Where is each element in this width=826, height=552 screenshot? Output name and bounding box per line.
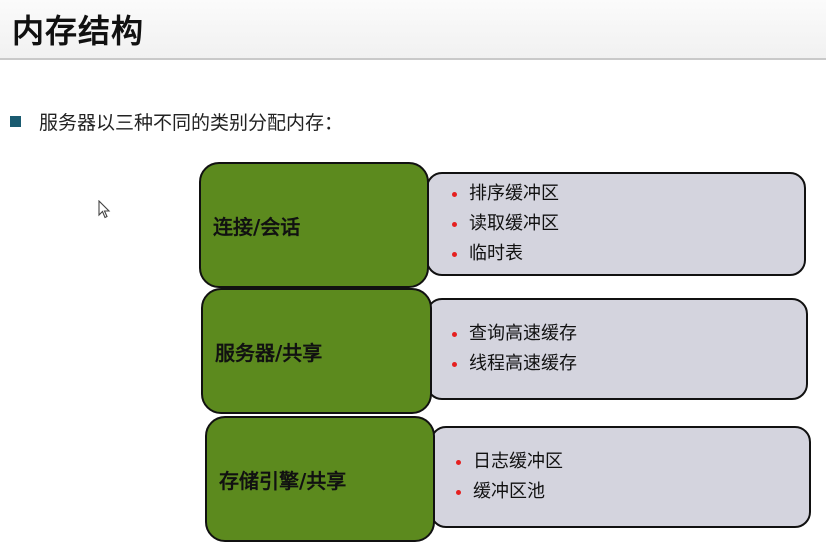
list-item: 缓冲区池 <box>456 477 809 507</box>
title-bar: 内存结构 <box>0 0 826 60</box>
group-1-label-box: 连接/会话 <box>199 162 429 288</box>
group-3-label: 存储引擎/共享 <box>219 468 347 493</box>
red-dot-icon <box>452 361 457 367</box>
list-item: 日志缓冲区 <box>456 447 809 477</box>
list-item: 临时表 <box>452 239 804 269</box>
intro-bullet: 服务器以三种不同的类别分配内存： <box>10 108 343 135</box>
red-dot-icon <box>456 489 461 495</box>
group-1-label: 连接/会话 <box>213 214 301 239</box>
red-dot-icon <box>452 191 457 197</box>
group-3-label-box: 存储引擎/共享 <box>205 416 435 542</box>
red-dot-icon <box>452 331 457 337</box>
group-2-label-box: 服务器/共享 <box>201 288 432 414</box>
group-2-label: 服务器/共享 <box>215 340 323 365</box>
group-3-items-box: 日志缓冲区 缓冲区池 <box>430 426 811 528</box>
square-bullet-icon <box>10 116 21 127</box>
red-dot-icon <box>452 221 457 227</box>
page-title: 内存结构 <box>12 12 145 50</box>
mouse-pointer-icon <box>98 200 111 219</box>
list-item: 线程高速缓存 <box>452 349 806 379</box>
list-item: 查询高速缓存 <box>452 319 806 349</box>
red-dot-icon <box>456 459 461 465</box>
red-dot-icon <box>452 251 457 257</box>
list-item: 读取缓冲区 <box>452 209 804 239</box>
intro-text: 服务器以三种不同的类别分配内存： <box>39 112 344 134</box>
list-item: 排序缓冲区 <box>452 179 804 209</box>
group-1-items-box: 排序缓冲区 读取缓冲区 临时表 <box>426 172 806 276</box>
group-2-items-box: 查询高速缓存 线程高速缓存 <box>426 298 808 400</box>
